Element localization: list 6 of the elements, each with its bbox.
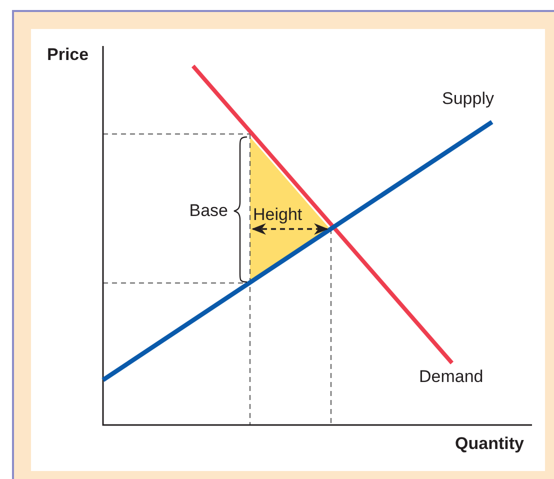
axis-or-curve-label: Price bbox=[47, 46, 89, 63]
axis-or-curve-label: Height bbox=[253, 206, 302, 223]
axis-or-curve-label: Quantity bbox=[455, 435, 524, 452]
axis-or-curve-label: Base bbox=[189, 202, 228, 219]
axis-or-curve-label: Supply bbox=[442, 90, 494, 107]
axis-or-curve-label: Demand bbox=[419, 368, 484, 385]
